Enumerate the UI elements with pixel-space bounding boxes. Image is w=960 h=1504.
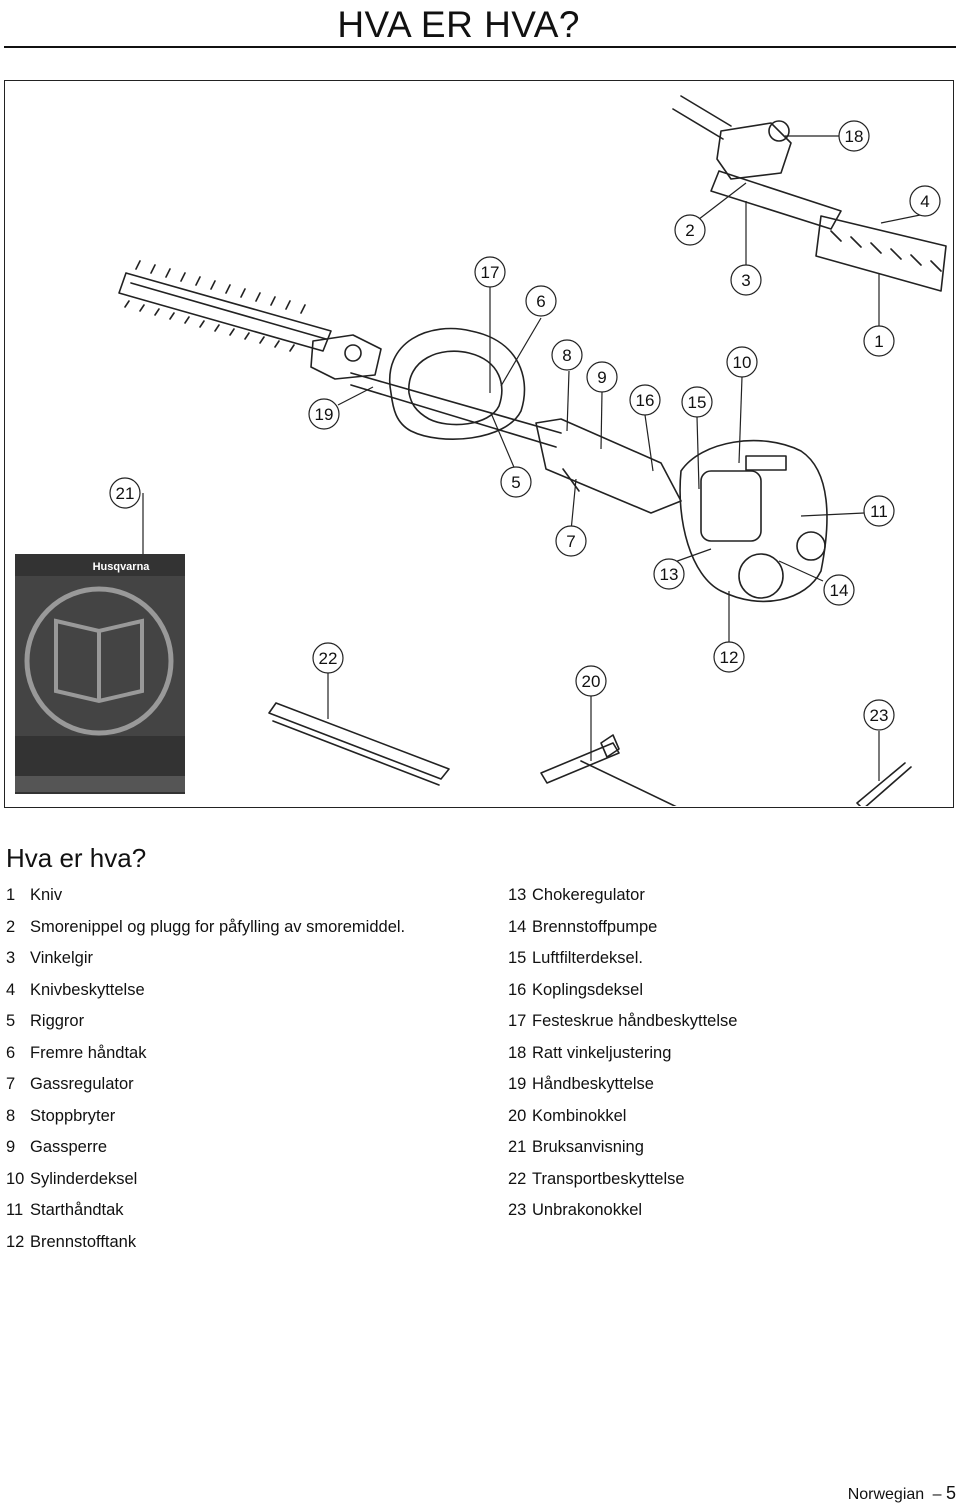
callout-12: 12 <box>713 641 745 673</box>
callout-19: 19 <box>308 398 340 430</box>
callout-9: 9 <box>586 361 618 393</box>
parts-illustration: Husqvarna <box>4 80 954 820</box>
svg-text:4: 4 <box>920 192 929 211</box>
hand-guard <box>388 327 526 440</box>
callout-18: 18 <box>838 120 870 152</box>
combination-key-drawing <box>540 742 620 784</box>
hedge-trimmer-drawing: Husqvarna <box>15 95 947 820</box>
svg-text:5: 5 <box>511 473 520 492</box>
svg-text:19: 19 <box>315 405 334 424</box>
title-divider <box>4 46 956 48</box>
svg-text:10: 10 <box>733 353 752 372</box>
svg-text:23: 23 <box>870 706 889 725</box>
svg-text:14: 14 <box>830 581 849 600</box>
callout-3: 3 <box>730 264 762 296</box>
page-title: HVA ER HVA? <box>337 4 580 45</box>
callout-10: 10 <box>726 346 758 378</box>
manual-brand-text: Husqvarna <box>93 561 151 573</box>
svg-text:20: 20 <box>582 672 601 691</box>
left-blade <box>118 272 332 352</box>
callout-7: 7 <box>555 525 587 557</box>
footer-language: Norwegian <box>847 1486 925 1503</box>
callout-16: 16 <box>629 384 661 416</box>
front-handle <box>535 418 682 514</box>
callout-14: 14 <box>823 574 855 606</box>
callout-2: 2 <box>674 214 706 246</box>
callout-8: 8 <box>551 339 583 371</box>
callout-6: 6 <box>525 285 557 317</box>
callout-5: 5 <box>500 466 532 498</box>
callout-1: 1 <box>863 325 895 357</box>
callout-4: 4 <box>909 185 941 217</box>
right-blade <box>815 215 947 292</box>
page-number: 5 <box>945 1483 956 1503</box>
allen-key-drawing <box>862 766 912 814</box>
svg-text:11: 11 <box>870 502 888 521</box>
page-footer: Norwegian – 5 <box>848 1483 956 1504</box>
svg-text:15: 15 <box>688 393 707 412</box>
svg-text:8: 8 <box>562 346 571 365</box>
engine-housing <box>679 439 828 603</box>
starter-handle <box>796 531 826 561</box>
svg-text:6: 6 <box>536 292 545 311</box>
callout-20: 20 <box>575 665 607 697</box>
svg-text:18: 18 <box>845 127 864 146</box>
svg-text:1: 1 <box>874 332 883 351</box>
callout-13: 13 <box>653 558 685 590</box>
gear-head-right <box>716 122 792 180</box>
svg-text:7: 7 <box>566 532 575 551</box>
callout-22: 22 <box>312 642 344 674</box>
shaft-line <box>350 372 562 434</box>
callout-17: 17 <box>474 256 506 288</box>
transport-guard-drawing <box>268 702 450 780</box>
callout-11: 11 <box>863 495 895 527</box>
fuel-tank-cap <box>738 553 784 599</box>
svg-text:9: 9 <box>597 368 606 387</box>
shaft-line-lower <box>350 384 557 448</box>
callout-15: 15 <box>681 386 713 418</box>
manual-booklet: Husqvarna <box>15 554 185 794</box>
section-heading: Hva er hva? <box>6 843 147 873</box>
svg-text:17: 17 <box>481 263 500 282</box>
svg-text:16: 16 <box>636 391 655 410</box>
svg-text:12: 12 <box>720 648 739 667</box>
footer-dash: – <box>932 1486 942 1503</box>
callout-23: 23 <box>863 699 895 731</box>
svg-text:22: 22 <box>319 649 338 668</box>
callout-21: 21 <box>109 477 141 509</box>
svg-text:2: 2 <box>685 221 694 240</box>
gear-head-left <box>310 334 382 380</box>
svg-text:21: 21 <box>116 484 135 503</box>
svg-text:13: 13 <box>660 565 679 584</box>
svg-text:3: 3 <box>741 271 750 290</box>
